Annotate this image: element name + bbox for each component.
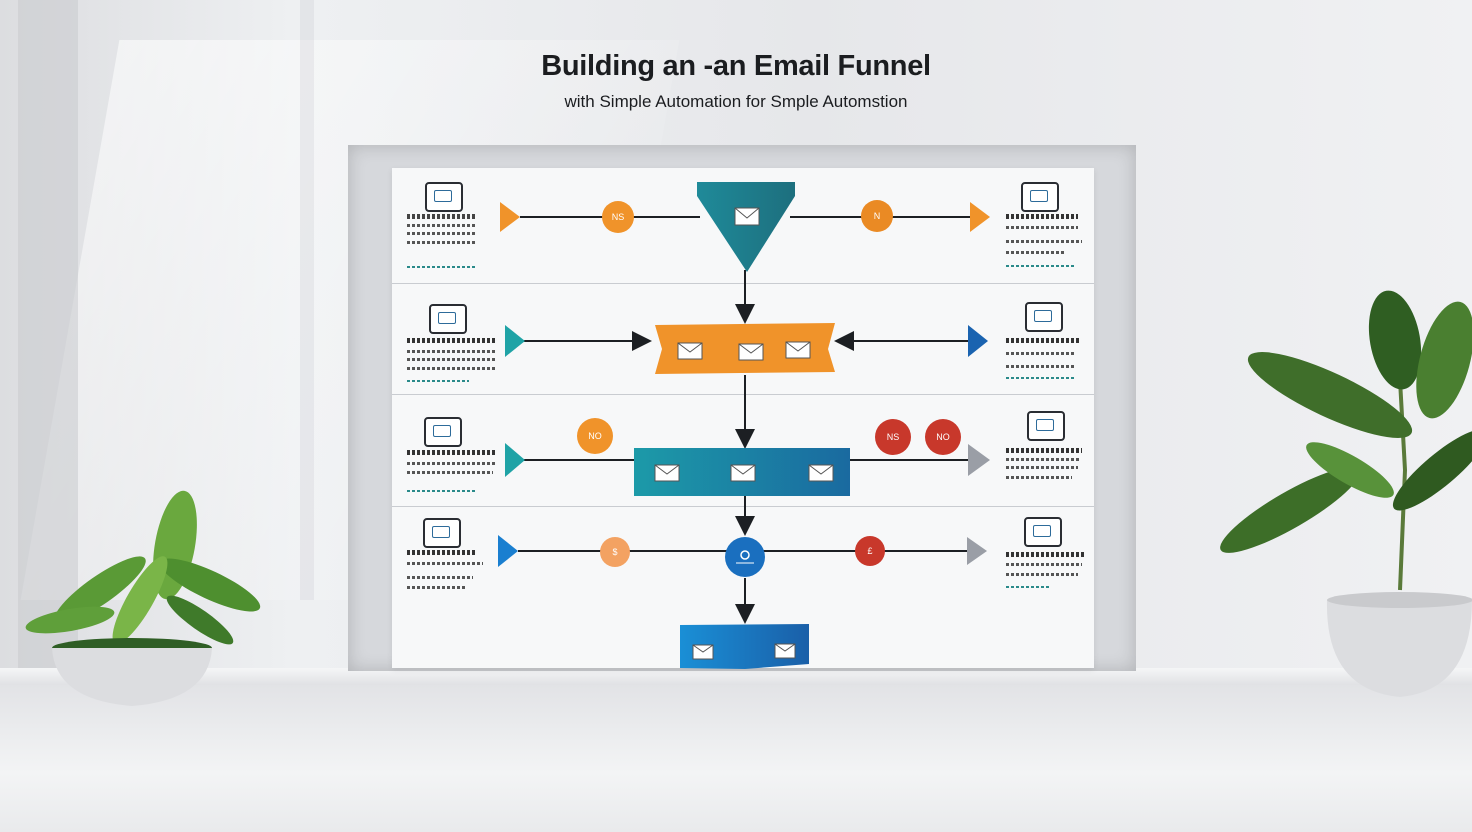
card-text-placeholder: [407, 367, 497, 370]
badge-label: N: [874, 211, 881, 221]
card-text-placeholder: [407, 224, 477, 227]
card-text-placeholder: [407, 586, 467, 589]
card-text-placeholder: [407, 562, 483, 565]
card-icon-right-3: [1027, 411, 1065, 441]
envelope-icon: [738, 343, 764, 361]
gear-icon: [736, 550, 754, 564]
badge-label: NS: [612, 212, 625, 222]
envelope-icon: [692, 644, 714, 660]
funnel-stage-1: [697, 182, 795, 272]
row-divider: [392, 283, 1094, 284]
right-marker-grey: [968, 444, 990, 476]
card-icon-right-2: [1025, 302, 1063, 332]
envelope-icon: [808, 464, 834, 482]
badge-label: NO: [588, 431, 602, 441]
envelope-icon: [785, 341, 811, 359]
card-text-placeholder: [407, 214, 475, 219]
automation-hub: [725, 537, 765, 577]
card-link-placeholder: [1006, 377, 1074, 379]
card-text-placeholder: [1006, 466, 1078, 469]
potted-plant-right: [1220, 290, 1472, 697]
envelope-icon: [677, 342, 703, 360]
badge-label: NS: [887, 432, 900, 442]
card-text-placeholder: [1006, 214, 1078, 219]
badge-label: NO: [936, 432, 950, 442]
card-text-placeholder: [1006, 563, 1082, 566]
left-marker-orange: [500, 202, 520, 232]
window-frame-left: [18, 0, 78, 670]
card-icon-right-1: [1021, 182, 1059, 212]
envelope-icon: [774, 643, 796, 659]
page-subtitle: with Simple Automation for Smple Automst…: [564, 92, 908, 111]
badge-label: $: [612, 547, 617, 557]
card-text-placeholder: [407, 550, 477, 555]
badge-circle: [600, 537, 630, 567]
card-text-placeholder: [1006, 552, 1084, 557]
row-divider: [392, 394, 1094, 395]
card-text-placeholder: [407, 358, 497, 361]
badge-circle: [577, 418, 613, 454]
card-text-placeholder: [1006, 365, 1074, 368]
card-text-placeholder: [407, 232, 477, 235]
card-text-placeholder: [1006, 240, 1082, 243]
card-text-placeholder: [1006, 476, 1072, 479]
card-text-placeholder: [407, 338, 497, 343]
card-icon-left-3: [424, 417, 462, 447]
left-marker-teal: [505, 443, 525, 477]
card-text-placeholder: [407, 350, 497, 353]
card-text-placeholder: [1006, 338, 1080, 343]
card-link-placeholder: [407, 490, 475, 492]
card-link-placeholder: [407, 380, 469, 382]
card-text-placeholder: [407, 462, 495, 465]
card-icon-left-2: [429, 304, 467, 334]
card-text-placeholder: [407, 576, 473, 579]
card-icon-left-1: [425, 182, 463, 212]
card-text-placeholder: [407, 241, 477, 244]
right-marker-orange: [970, 202, 990, 232]
floor: [0, 685, 1472, 832]
window-mullion: [300, 0, 314, 600]
envelope-icon: [730, 464, 756, 482]
right-marker-blue: [968, 325, 988, 357]
badge-circle: [602, 201, 634, 233]
badge-label: £: [867, 546, 872, 556]
badge-circle: [855, 536, 885, 566]
card-icon-left-4: [423, 518, 461, 548]
page-title: Building an -an Email Funnel: [541, 50, 931, 82]
card-text-placeholder: [1006, 251, 1064, 254]
card-text-placeholder: [1006, 226, 1078, 229]
card-text-placeholder: [1006, 458, 1080, 461]
row-divider: [392, 506, 1094, 507]
skirting-board: [0, 668, 1472, 686]
badge-circle: [861, 200, 893, 232]
card-link-placeholder: [1006, 586, 1050, 588]
envelope-icon: [654, 464, 680, 482]
left-marker-teal: [505, 325, 525, 357]
card-icon-right-4: [1024, 517, 1062, 547]
card-text-placeholder: [1006, 352, 1076, 355]
card-text-placeholder: [407, 450, 497, 455]
right-marker-grey: [967, 537, 987, 565]
left-marker-blue: [498, 535, 518, 567]
badge-circle: [875, 419, 911, 455]
badge-circle: [925, 419, 961, 455]
card-link-placeholder: [1006, 265, 1074, 267]
card-text-placeholder: [407, 471, 493, 474]
card-link-placeholder: [407, 266, 475, 268]
envelope-icon: [734, 207, 760, 226]
card-text-placeholder: [1006, 573, 1078, 576]
potted-plant-left: [25, 490, 261, 706]
card-text-placeholder: [1006, 448, 1082, 453]
